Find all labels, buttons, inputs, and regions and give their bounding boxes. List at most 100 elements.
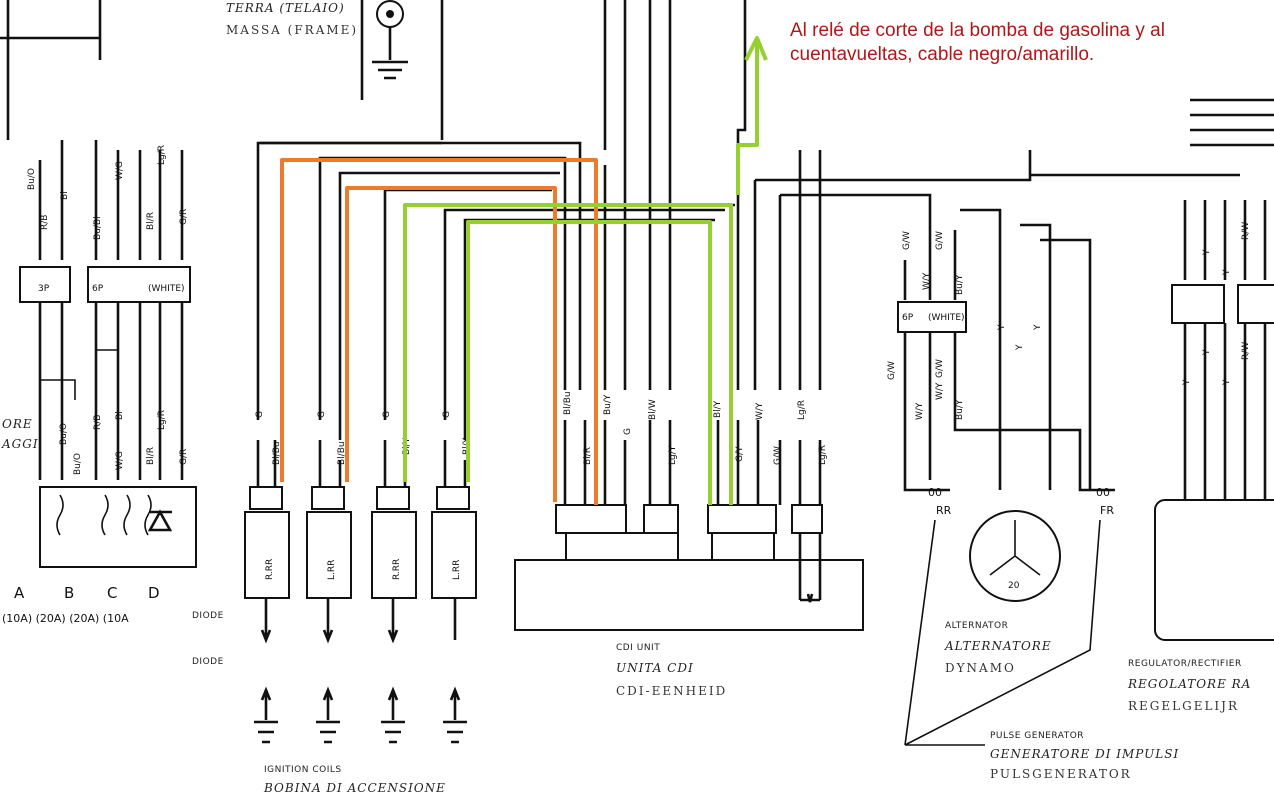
wire-label: Bl bbox=[60, 191, 70, 200]
highlight-orange-wire bbox=[345, 186, 557, 502]
wire-label: W/Y bbox=[915, 402, 925, 420]
cdi-caption-1: CDI UNIT bbox=[616, 643, 660, 653]
wire-label: W/G bbox=[115, 451, 125, 470]
ignition-coil: L.RR bbox=[431, 486, 477, 744]
wire-label: G bbox=[317, 411, 327, 418]
wire-label: Bl/W bbox=[648, 399, 658, 420]
wire-label: G/W bbox=[935, 359, 945, 378]
regulator-body bbox=[1154, 499, 1274, 641]
wire-label: G/W bbox=[773, 446, 783, 465]
highlight-green-wire bbox=[466, 220, 712, 505]
svg-text:20: 20 bbox=[1008, 581, 1020, 591]
wire-label: G/R bbox=[179, 449, 189, 465]
wire-label: Y bbox=[1033, 324, 1043, 331]
wire-label: Y bbox=[1202, 249, 1212, 256]
wire-label: G/R bbox=[179, 209, 189, 225]
wire-label: Lg/R bbox=[157, 145, 167, 165]
wire-label: Bl/Bu bbox=[337, 441, 347, 465]
pulse-caption-3: PULSGENERATOR bbox=[990, 767, 1132, 781]
alternator-connector-6p bbox=[897, 301, 967, 333]
connector-3p-label: 3P bbox=[38, 284, 50, 294]
fuse-letter-c: C bbox=[107, 584, 117, 602]
regulator-caption-3: REGELGELIJR bbox=[1128, 699, 1239, 713]
alternator-caption-3: DYNAMO bbox=[945, 661, 1016, 675]
cdi-wire-labels: Bl/Bu Bl/R G Bu/Y Bl/W Lg/Y Bl/Y G/Y W/Y… bbox=[563, 391, 828, 465]
wire-label: W/G bbox=[115, 161, 125, 180]
coils-caption-2: BOBINA DI ACCENSIONE bbox=[263, 781, 446, 795]
wire-label: Lg/R bbox=[818, 445, 828, 465]
wire-label: G/W bbox=[887, 361, 897, 380]
wire-label: Bl/Bu bbox=[272, 441, 282, 465]
fuse-letter-b: B bbox=[64, 584, 74, 602]
wire-label: Bu/O bbox=[73, 453, 83, 475]
wire-label: Lg/R bbox=[157, 410, 167, 430]
coils-caption-1: IGNITION COILS bbox=[264, 765, 342, 775]
cdi-caption-3: CDI-EENHEID bbox=[616, 684, 727, 698]
ground-caption-2: MASSA (FRAME) bbox=[226, 23, 358, 37]
ground-caption-1: TERRA (TELAIO) bbox=[226, 1, 345, 15]
coil-label: L.RR bbox=[327, 560, 337, 580]
alt-fr-label: FR bbox=[1100, 504, 1114, 517]
fuse-letter-a: A bbox=[14, 584, 25, 602]
alt-dots-2: 00 bbox=[1096, 486, 1110, 499]
wire-label: G bbox=[382, 411, 392, 418]
central-harness bbox=[256, 0, 1274, 505]
wire-label: Y bbox=[1182, 379, 1192, 386]
coil-wire-labels: G G G G Bl/Bu Bl/Bu Bl/Y Bl/Y bbox=[255, 411, 472, 465]
coil-label: L.RR bbox=[452, 560, 462, 580]
wire-label: Lg/R bbox=[797, 400, 807, 420]
connector-3p bbox=[19, 266, 71, 303]
alt-connector-label: 6P bbox=[902, 313, 914, 323]
wire-label: R/B bbox=[40, 215, 50, 230]
wire-label: Bl/Y bbox=[713, 400, 723, 418]
alternator-caption-2: ALTERNATORE bbox=[944, 639, 1052, 653]
wire-label: R/W bbox=[1241, 222, 1251, 240]
wire-label: W/Y bbox=[755, 402, 765, 420]
wire-label: Bu/Y bbox=[603, 394, 613, 415]
wire-label: Bu/Bl bbox=[93, 216, 103, 240]
left-caption-2: AGGI bbox=[1, 437, 39, 451]
highlight-orange-wire bbox=[280, 158, 598, 505]
fuse-box bbox=[39, 486, 197, 568]
wire-label: Y bbox=[1202, 349, 1212, 356]
diode-caption-2: DIODE bbox=[192, 657, 224, 667]
arrow-up-icon bbox=[744, 36, 768, 61]
regulator-caption-1: REGULATOR/RECTIFIER bbox=[1128, 659, 1242, 669]
wire-label: Bl/Bu bbox=[563, 391, 573, 415]
cdi-unit: CDI UNIT UNITA CDI CDI-EENHEID bbox=[514, 504, 864, 698]
wire-label: Bl bbox=[115, 411, 125, 420]
highlight-green-wire bbox=[403, 203, 733, 505]
connector-6p-color: (WHITE) bbox=[148, 284, 185, 294]
coil-label: R.RR bbox=[265, 559, 275, 580]
wire-label: Bu/Y bbox=[955, 274, 965, 295]
wire-label: G/W bbox=[902, 231, 912, 250]
left-caption-1: ORE bbox=[2, 417, 33, 431]
wire-label: Y bbox=[1015, 344, 1025, 351]
ignition-coils: R.RR L.RR R.RR L.RR IGNITION COILS BOBIN… bbox=[244, 486, 477, 795]
wire-label: Lg/Y bbox=[668, 445, 678, 465]
pulse-caption-2: GENERATORE DI IMPULSI bbox=[990, 747, 1179, 761]
wire-label: Bl/R bbox=[583, 447, 593, 465]
cdi-body bbox=[514, 559, 864, 631]
highlight-overlay bbox=[280, 36, 768, 505]
diode-symbol bbox=[147, 509, 173, 532]
wire-label: Y bbox=[1222, 269, 1232, 276]
left-fusebox-section: 3P 6P (WHITE) Bu/O R/B Bl Bu/Bl W/G Bl/R… bbox=[0, 0, 224, 667]
alternator-caption-1: ALTERNATOR bbox=[945, 621, 1008, 631]
wire-label: W/Y bbox=[935, 382, 945, 400]
ignition-coil: R.RR bbox=[371, 486, 417, 744]
regulator-caption-2: REGOLATORE RA bbox=[1127, 677, 1251, 691]
wire-label: G bbox=[623, 428, 633, 435]
coil-label: R.RR bbox=[392, 559, 402, 580]
ignition-coil: L.RR bbox=[306, 486, 352, 744]
wire-label: R/B bbox=[93, 415, 103, 430]
wire-label: Bl/R bbox=[146, 447, 156, 465]
wire-label: Bu/Y bbox=[955, 399, 965, 420]
diode-caption-1: DIODE bbox=[192, 611, 224, 621]
wire-label: Y bbox=[1222, 379, 1232, 386]
alternator-section: 6P (WHITE) 00 00 RR FR 20 G/W G/W W/Y Bu… bbox=[887, 208, 1179, 781]
alt-dots: 00 bbox=[928, 486, 942, 499]
wire-label: W/Y bbox=[922, 272, 932, 290]
frame-ground: TERRA (TELAIO) MASSA (FRAME) bbox=[226, 0, 444, 140]
wire-label: G bbox=[442, 411, 452, 418]
